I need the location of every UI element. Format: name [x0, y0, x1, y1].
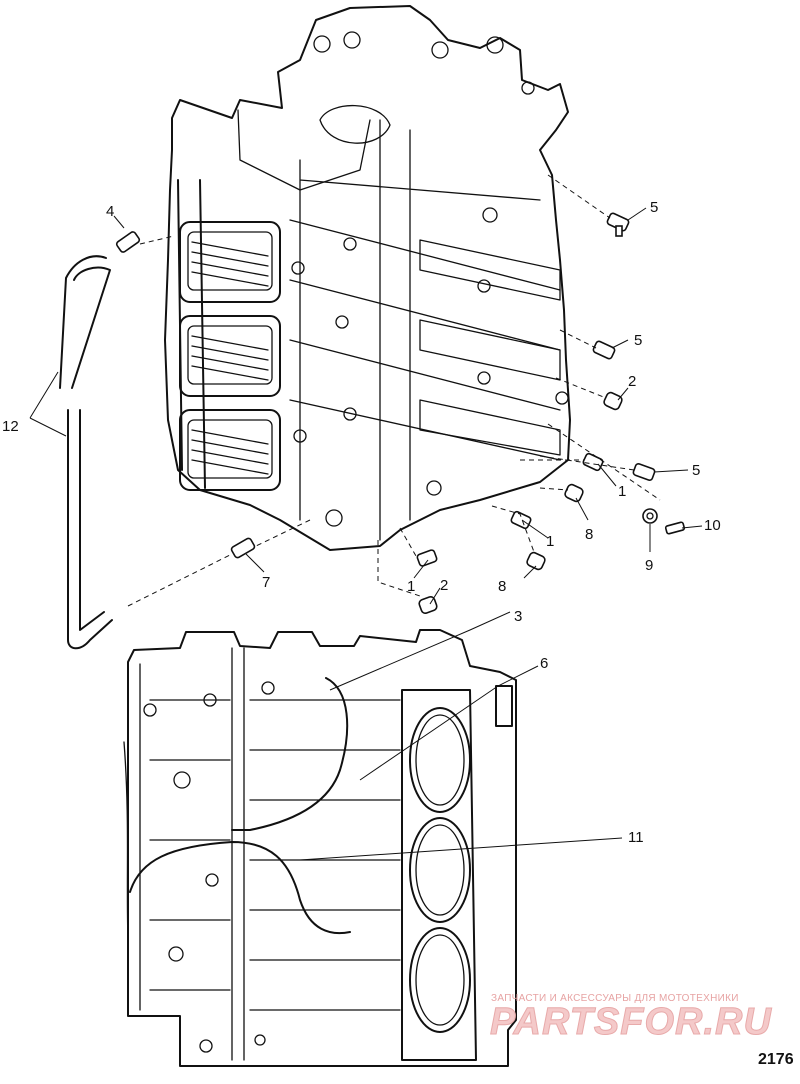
watermark-caption: ЗАПЧАСТИ И АКСЕССУАРЫ ДЛЯ МОТОТЕХНИКИ: [491, 993, 739, 1004]
watermark-brand: PARTSFOR.RU: [490, 1001, 772, 1043]
fitting-4: [115, 231, 141, 253]
elbow-1-upper: [582, 452, 604, 472]
watermark: ЗАПЧАСТИ И АКСЕССУАРЫ ДЛЯ МОТОТЕХНИКИ PA…: [490, 993, 772, 1044]
callout-labels: 1 1 1 2 2 3 4 5 5 5 6 7 8 8 9 10 11 12: [2, 199, 721, 846]
callout-5-middle: 5: [634, 332, 642, 349]
loose-parts: [115, 212, 686, 614]
fitting-5-lower: [632, 462, 656, 482]
reed-cages: [179, 221, 281, 491]
callout-8-lower: 8: [498, 578, 506, 595]
callout-4: 4: [106, 203, 114, 220]
callout-1-middle: 1: [546, 533, 554, 550]
lower-cylinder-block: [123, 629, 517, 1067]
callout-12: 12: [2, 418, 19, 435]
callout-6: 6: [540, 655, 548, 672]
callout-2-lower: 2: [440, 577, 448, 594]
elbow-1-middle: [510, 510, 532, 530]
callout-3: 3: [514, 608, 522, 625]
fitting-5-middle: [592, 340, 616, 360]
screw-10: [664, 521, 686, 535]
clamp-9: [642, 508, 658, 524]
leader-lines: [29, 207, 703, 861]
assembly-lines: [127, 174, 661, 607]
callout-1-upper: 1: [618, 483, 626, 500]
callout-5-upper: 5: [650, 199, 658, 216]
elbow-1-lower: [416, 549, 438, 567]
plug-8-lower: [526, 551, 546, 571]
callout-5-lower: 5: [692, 462, 700, 479]
upper-cylinder-block: [164, 5, 571, 551]
callout-10: 10: [704, 517, 721, 534]
plug-2-upper: [603, 391, 623, 411]
callout-2-upper: 2: [628, 373, 636, 390]
fitting-5-upper: [606, 212, 630, 237]
cylinder-bores: [401, 689, 477, 1061]
plug-2-lower: [418, 596, 438, 614]
callout-1-lower: 1: [407, 578, 415, 595]
callout-9: 9: [645, 557, 653, 574]
callout-11: 11: [628, 829, 644, 846]
plug-8-upper: [564, 483, 584, 503]
figure-number: 2176: [758, 1051, 794, 1068]
callout-7: 7: [262, 574, 270, 591]
callout-8-upper: 8: [585, 526, 593, 543]
fitting-7: [230, 537, 256, 559]
hose-12: [59, 255, 113, 650]
